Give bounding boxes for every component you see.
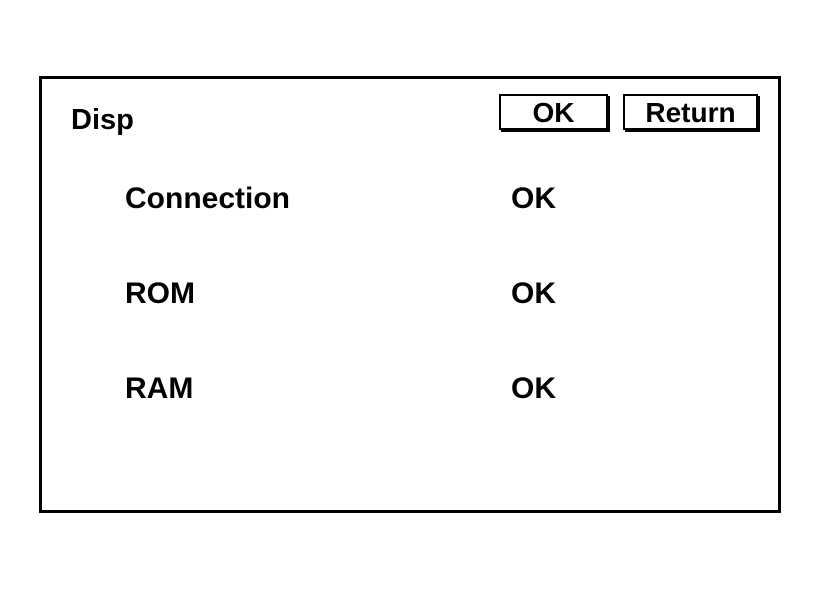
status-label-connection: Connection <box>125 182 290 215</box>
screen-title: Disp <box>71 104 134 136</box>
return-button[interactable]: Return <box>623 94 758 130</box>
status-value-connection: OK <box>511 182 556 215</box>
status-row-connection: Connection OK <box>42 179 778 219</box>
status-row-rom: ROM OK <box>42 274 778 314</box>
status-value-ram: OK <box>511 372 556 405</box>
status-value-rom: OK <box>511 277 556 310</box>
status-label-ram: RAM <box>125 372 194 405</box>
status-label-rom: ROM <box>125 277 195 310</box>
ok-button[interactable]: OK <box>499 94 608 130</box>
display-check-screen: Disp OK Return Connection OK ROM OK RAM … <box>39 76 781 513</box>
status-row-ram: RAM OK <box>42 369 778 409</box>
